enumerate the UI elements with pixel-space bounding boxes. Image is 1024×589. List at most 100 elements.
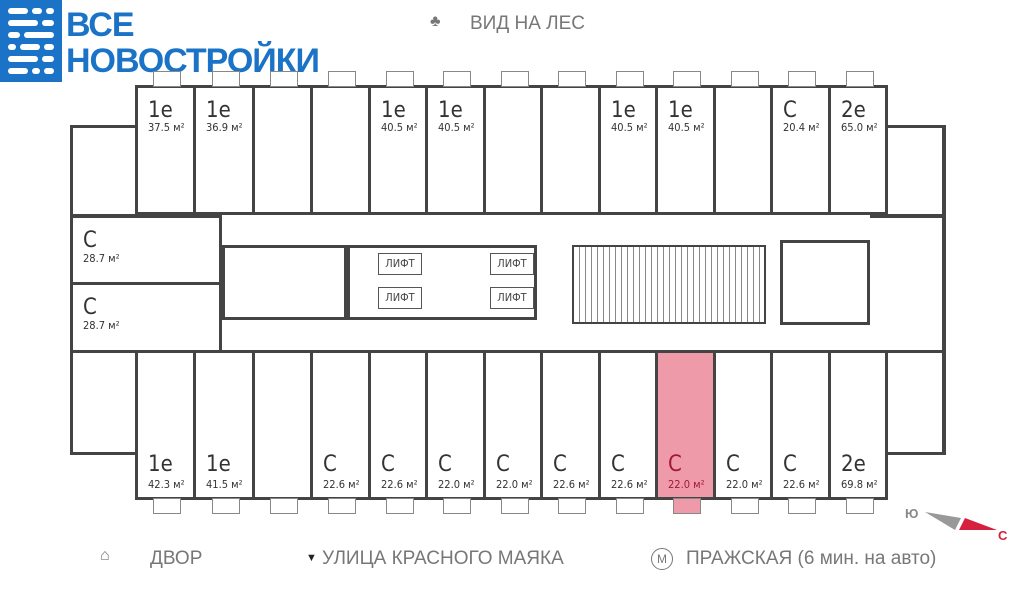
unit-area: 22.0 м²	[668, 478, 705, 491]
unit-area: 28.7 м²	[83, 319, 120, 332]
balcony	[730, 71, 759, 87]
unit-type: С	[553, 452, 567, 477]
unit-type: С	[323, 452, 337, 477]
corner-room	[70, 125, 138, 217]
unit-type: С	[726, 452, 740, 477]
balcony	[615, 498, 644, 514]
unit-area: 40.5 м²	[438, 121, 475, 134]
balcony	[153, 498, 181, 514]
unit-type: С	[783, 452, 797, 477]
unit-area: 20.4 м²	[783, 121, 820, 134]
corner-room	[882, 350, 945, 455]
unit-type: 1e	[668, 98, 693, 123]
balcony	[845, 71, 874, 87]
unit-area: 36.9 м²	[206, 121, 243, 134]
apartment-unit[interactable]	[483, 71, 543, 215]
unit-area: 22.6 м²	[553, 478, 590, 491]
yard-label: ДВОР	[150, 548, 203, 569]
corridor-core	[222, 245, 347, 320]
outer-wall	[942, 125, 946, 455]
unit-type: 1e	[438, 98, 463, 123]
balcony	[443, 71, 471, 87]
metro-icon: М	[651, 548, 673, 570]
unit-type: С	[496, 452, 510, 477]
technical-room	[780, 240, 870, 325]
street-label: УЛИЦА КРАСНОГО МАЯКА	[322, 548, 564, 569]
unit-area: 37.5 м²	[148, 121, 185, 134]
elevator: ЛИФТ	[378, 253, 422, 275]
corner-room	[882, 125, 945, 217]
unit-area: 40.5 м²	[611, 121, 648, 134]
apartment-unit[interactable]	[540, 71, 601, 215]
unit-type: 1е	[148, 452, 173, 477]
logo-line1: ВСЕ	[66, 6, 134, 44]
unit-area: 22.6 м²	[611, 478, 648, 491]
unit-type: 1e	[206, 98, 231, 123]
triangle-down-icon: ▼	[306, 552, 317, 564]
unit-type: С	[438, 452, 452, 477]
balcony	[730, 498, 759, 514]
metro-label: ПРАЖСКАЯ (6 мин. на авто)	[686, 548, 937, 569]
balcony	[211, 71, 240, 87]
unit-type: 1e	[611, 98, 636, 123]
unit-area: 69.8 м²	[841, 478, 878, 491]
balcony	[270, 71, 298, 87]
elevator: ЛИФТ	[490, 253, 534, 275]
apartment-unit[interactable]	[310, 71, 371, 215]
logo-icon	[0, 0, 62, 82]
unit-area: 40.5 м²	[381, 121, 418, 134]
balcony	[328, 71, 356, 87]
unit-type: 1e	[148, 98, 173, 123]
balcony	[558, 71, 586, 87]
stairwell	[572, 245, 766, 324]
south-label: Ю	[905, 506, 919, 521]
logo: ВСЕ НОВОСТРОЙКИ	[0, 0, 372, 82]
balcony	[270, 498, 298, 514]
unit-area: 42.3 м²	[148, 478, 185, 491]
balcony	[385, 71, 414, 87]
unit-area: 22.6 м²	[381, 478, 418, 491]
balcony	[673, 71, 701, 87]
balcony	[788, 71, 816, 87]
elevator: ЛИФТ	[490, 287, 534, 309]
unit-type: С	[83, 228, 97, 253]
unit-type: С	[611, 452, 625, 477]
balcony	[500, 71, 529, 87]
balcony	[500, 498, 529, 514]
apartment-unit[interactable]	[252, 350, 313, 514]
apartment-unit[interactable]	[252, 71, 313, 215]
unit-type: 1e	[381, 98, 406, 123]
unit-area: 22.6 м²	[323, 478, 360, 491]
north-label: С	[998, 528, 1008, 543]
unit-area: 40.5 м²	[668, 121, 705, 134]
unit-area: 41.5 м²	[206, 478, 243, 491]
unit-type: 2е	[841, 452, 866, 477]
balcony	[615, 71, 644, 87]
apartment-unit[interactable]	[713, 71, 773, 215]
unit-area: 65.0 м²	[841, 121, 878, 134]
balcony	[558, 498, 586, 514]
